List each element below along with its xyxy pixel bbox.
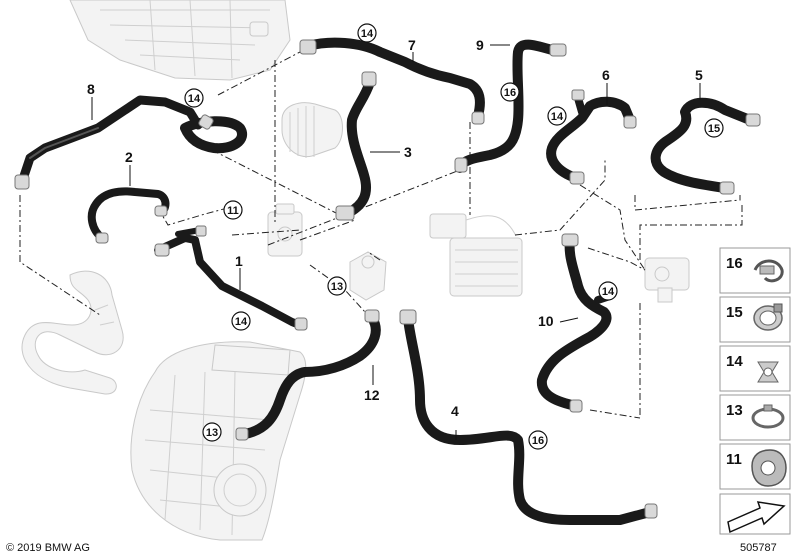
circled-callout-16: 16 [528, 430, 548, 450]
svg-text:14: 14 [235, 316, 248, 328]
connector-icon [751, 449, 787, 487]
svg-text:16: 16 [504, 87, 516, 99]
hose-9 [454, 39, 567, 173]
legend-item-14: 14 [719, 345, 791, 392]
legend-item-16: 16 [719, 247, 791, 294]
hose-8 [14, 95, 247, 190]
hose-12 [235, 309, 381, 441]
spring-clip-icon [757, 361, 779, 383]
hose-4 [399, 309, 658, 525]
ghost-pump-motor [281, 102, 343, 158]
callout-2: 2 [125, 149, 133, 165]
svg-text:11: 11 [227, 205, 239, 217]
circled-callout-13: 13 [202, 422, 222, 442]
ghost-valve-center [349, 251, 387, 301]
legend-item-11: 11 [719, 443, 791, 490]
callout-10: 10 [538, 313, 554, 329]
hose-6 [546, 89, 637, 185]
circled-callout-16: 16 [500, 82, 520, 102]
callout-7: 7 [408, 37, 416, 53]
clamp-ring-icon [753, 303, 783, 331]
svg-text:11: 11 [726, 451, 742, 468]
hose-clamp-icon [751, 404, 785, 429]
callout-6: 6 [602, 67, 610, 83]
copyright-text: © 2019 BMW AG [6, 542, 90, 554]
circled-callout-14: 14 [357, 23, 377, 43]
ghost-valve-left [267, 203, 303, 257]
callout-8: 8 [87, 81, 95, 97]
arrow-icon [727, 501, 786, 534]
diagram-number: 505787 [740, 542, 777, 554]
svg-text:15: 15 [708, 123, 720, 135]
svg-text:13: 13 [726, 402, 743, 419]
callout-3: 3 [404, 144, 412, 160]
legend-item-13: 13 [719, 394, 791, 441]
svg-text:14: 14 [551, 111, 564, 123]
legend-item-15: 15 [719, 296, 791, 343]
leader-lines [91, 44, 701, 440]
circled-callout-14: 14 [231, 311, 251, 331]
svg-text:15: 15 [726, 304, 743, 321]
circled-callout-14: 14 [547, 106, 567, 126]
hose-7 [299, 37, 485, 125]
legend-panel: 16 15 14 13 [719, 247, 791, 535]
svg-text:13: 13 [331, 281, 343, 293]
svg-text:13: 13 [206, 427, 218, 439]
hose-3 [335, 71, 377, 221]
svg-text:16: 16 [532, 435, 544, 447]
hose-1 [154, 225, 308, 331]
ghost-valve-right [644, 257, 690, 303]
callout-12: 12 [364, 387, 380, 403]
svg-text:16: 16 [726, 255, 743, 272]
svg-text:14: 14 [188, 93, 201, 105]
ghost-housing-top [69, 0, 291, 81]
circled-callout-14: 14 [598, 281, 618, 301]
hose-clip-icon [753, 259, 784, 283]
callout-5: 5 [695, 67, 703, 83]
callout-1: 1 [235, 253, 243, 269]
svg-text:14: 14 [726, 353, 743, 370]
callout-9: 9 [476, 37, 484, 53]
svg-text:14: 14 [361, 28, 374, 40]
circled-callout-15: 15 [704, 118, 724, 138]
ghost-motor-housing [130, 341, 307, 541]
circled-callout-14: 14 [184, 88, 204, 108]
circled-callout-13: 13 [327, 276, 347, 296]
circled-callout-11: 11 [223, 200, 243, 220]
hose-5 [650, 97, 761, 195]
callout-4: 4 [451, 403, 459, 419]
svg-text:14: 14 [602, 286, 615, 298]
ghost-heat-exchanger [429, 213, 523, 297]
legend-arrow-box [719, 493, 791, 535]
assembly-lines [19, 51, 743, 419]
hose-2 [87, 187, 170, 244]
ghost-hose-left [21, 270, 124, 395]
